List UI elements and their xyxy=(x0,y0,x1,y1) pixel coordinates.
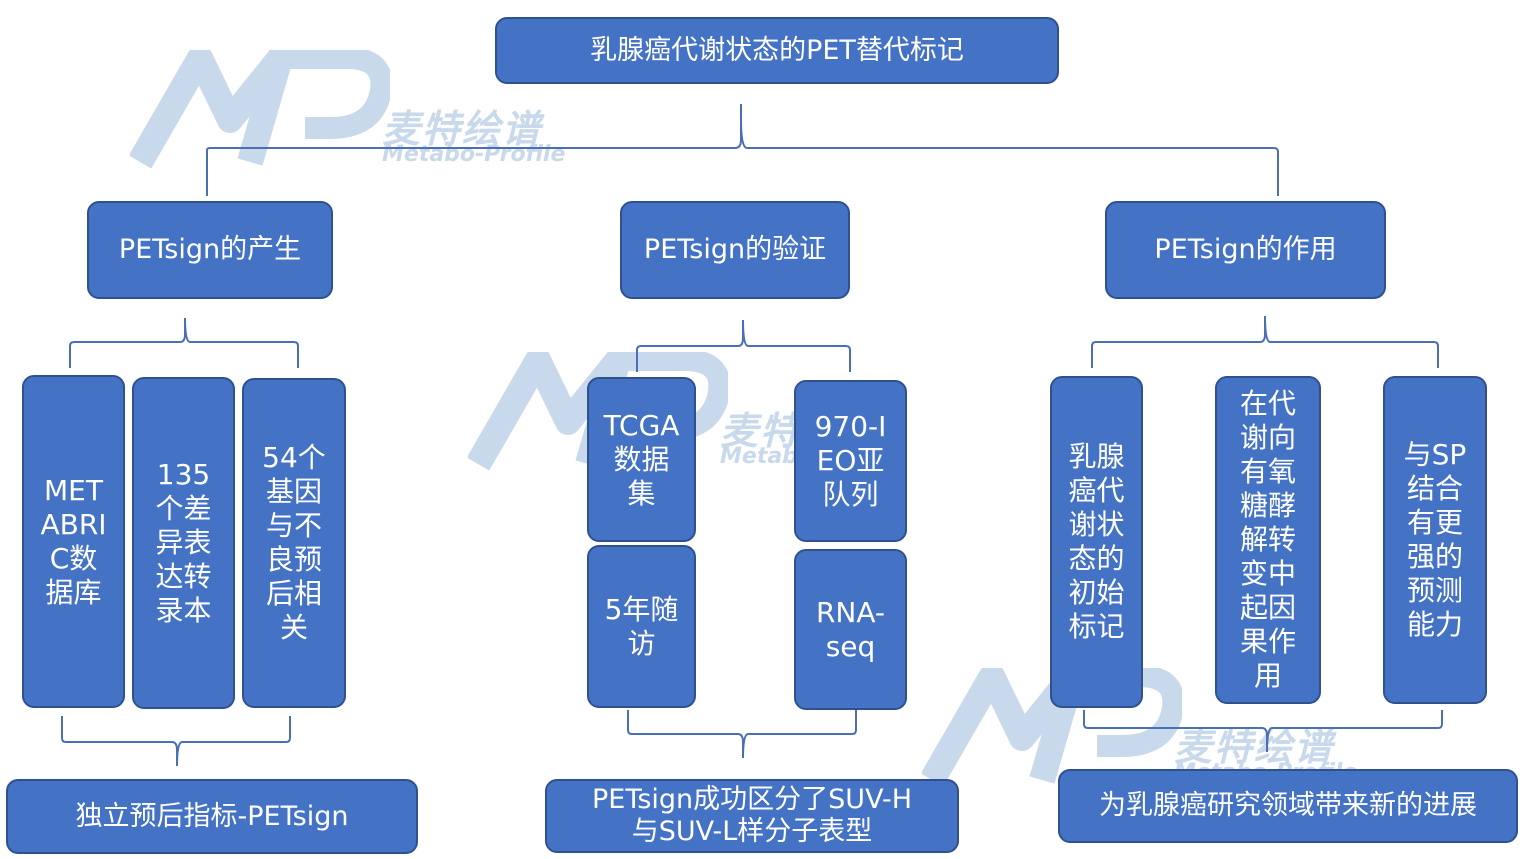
effect-item-1: 乳腺癌代谢状态的初始标记 xyxy=(1050,376,1143,708)
validation-item-3: 5年随访 xyxy=(587,545,696,708)
validation-bottom-brace xyxy=(627,710,857,759)
generation-heading: PETsign的产生 xyxy=(118,234,302,265)
validation-item-2-text: 970-IEO亚队列 xyxy=(814,410,887,511)
generation-bottom-brace xyxy=(61,716,291,767)
generation-item-2-text: 135个差异表达转录本 xyxy=(155,458,212,627)
effect-item-3: 与SP结合有更强的预测能力 xyxy=(1383,376,1487,704)
effect-brace xyxy=(1091,315,1439,368)
effect-bottom-brace xyxy=(1083,710,1443,753)
effect-heading-box: PETsign的作用 xyxy=(1105,201,1386,299)
top-brace xyxy=(206,119,1279,196)
generation-result-box: 独立预后指标-PETsign xyxy=(6,779,418,854)
generation-heading-box: PETsign的产生 xyxy=(87,201,333,299)
validation-item-2: 970-IEO亚队列 xyxy=(794,380,907,542)
effect-item-1-text: 乳腺癌代谢状态的初始标记 xyxy=(1068,440,1125,643)
generation-item-3: 54个基因与不良预后相关 xyxy=(242,378,346,708)
validation-item-1-text: TCGA数据集 xyxy=(603,408,680,510)
generation-item-1-text: METABRIC数据库 xyxy=(40,473,107,609)
validation-item-1: TCGA数据集 xyxy=(587,377,696,542)
validation-item-4: RNA-seq xyxy=(794,549,907,710)
generation-item-2: 135个差异表达转录本 xyxy=(132,377,235,709)
validation-item-3-text: 5年随访 xyxy=(604,592,679,660)
effect-result: 为乳腺癌研究领域带来新的进展 xyxy=(1099,790,1477,821)
effect-heading: PETsign的作用 xyxy=(1154,234,1337,265)
generation-item-1: METABRIC数据库 xyxy=(22,375,125,708)
validation-heading: PETsign的验证 xyxy=(643,234,827,265)
generation-result: 独立预后指标-PETsign xyxy=(75,800,349,832)
title-box: 乳腺癌代谢状态的PET替代标记 xyxy=(495,17,1059,84)
title-text: 乳腺癌代谢状态的PET替代标记 xyxy=(590,34,964,66)
validation-brace xyxy=(636,319,851,372)
validation-heading-box: PETsign的验证 xyxy=(620,201,850,299)
generation-brace xyxy=(69,317,299,368)
effect-item-2: 在代谢向有氧糖酵解转变中起因果作用 xyxy=(1215,376,1321,704)
generation-item-3-text: 54个基因与不良预后相关 xyxy=(262,441,326,644)
validation-item-4-text: RNA-seq xyxy=(815,595,886,663)
effect-item-2-text: 在代谢向有氧糖酵解转变中起因果作用 xyxy=(1239,387,1296,692)
effect-item-3-text: 与SP结合有更强的预测能力 xyxy=(1403,438,1467,641)
effect-result-box: 为乳腺癌研究领域带来新的进展 xyxy=(1058,769,1518,843)
validation-result: PETsign成功区分了SUV-H与SUV-L样分子表型 xyxy=(591,784,913,847)
validation-result-box: PETsign成功区分了SUV-H与SUV-L样分子表型 xyxy=(545,779,959,853)
